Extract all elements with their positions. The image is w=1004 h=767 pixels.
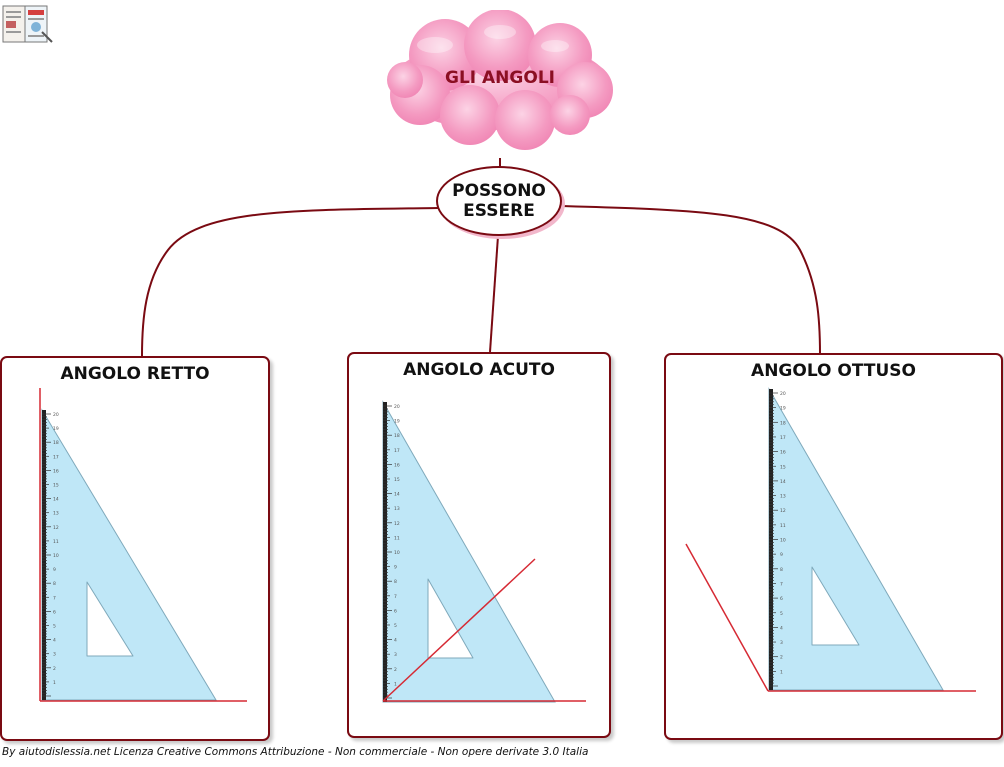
ruler-number: 3 (394, 652, 397, 658)
ruler-number: 20 (53, 412, 59, 418)
ruler-number: 10 (53, 553, 59, 559)
ruler-number: 16 (780, 450, 786, 456)
ruler-number: 13 (53, 511, 59, 517)
ruler-number: 2 (780, 655, 783, 661)
ruler-number: 16 (394, 462, 400, 468)
ruler-number: 13 (394, 506, 400, 512)
ruler-number: 18 (780, 420, 786, 426)
ruler-number: 17 (394, 448, 400, 454)
ruler-number: 9 (780, 552, 783, 558)
set-square-hole-acuto (427, 578, 474, 659)
ruler-number: 11 (394, 535, 400, 541)
ruler-number: 11 (780, 523, 786, 529)
book-logo-icon (2, 5, 53, 43)
root-title: GLI ANGOLI (445, 68, 555, 88)
ruler-number: 14 (780, 479, 786, 485)
set-square-hole-ottuso (811, 566, 860, 646)
card-title-retto: ANGOLO RETTO (60, 364, 210, 384)
ruler-number: 16 (53, 468, 59, 474)
card-title-ottuso: ANGOLO OTTUSO (751, 361, 916, 381)
connector-label-oval: POSSONO ESSERE (436, 166, 562, 236)
ruler-number: 1 (394, 681, 397, 687)
ruler-number: 12 (53, 525, 59, 531)
ruler-number: 19 (780, 406, 786, 412)
ruler-number: 20 (780, 391, 786, 397)
ruler-number: 10 (780, 538, 786, 544)
ray-slanted-ottuso (685, 543, 769, 692)
card-title-acuto: ANGOLO ACUTO (403, 360, 555, 380)
ruler-number: 5 (53, 624, 56, 630)
ruler-number: 11 (53, 539, 59, 545)
ruler-number: 18 (53, 440, 59, 446)
ruler-number: 3 (53, 652, 56, 658)
ruler-number: 4 (780, 625, 783, 631)
link-to-retto (141, 207, 439, 357)
ruler-number: 1 (53, 680, 56, 686)
ruler-number: 6 (53, 609, 56, 615)
ruler-number: 8 (780, 567, 783, 573)
link-to-acuto (489, 235, 499, 353)
ruler-number: 8 (53, 581, 56, 587)
set-square-hole-retto (86, 581, 134, 657)
ruler-number: 2 (53, 666, 56, 672)
ruler-number: 15 (394, 477, 400, 483)
link-to-ottuso (561, 205, 821, 355)
ruler-number: 4 (53, 638, 56, 644)
ruler-number: 7 (780, 581, 783, 587)
ruler-number: 19 (394, 419, 400, 425)
ruler-number: 17 (780, 435, 786, 441)
ruler-number: 12 (780, 508, 786, 514)
ruler-number: 5 (394, 623, 397, 629)
ruler-number: 13 (780, 494, 786, 500)
ruler-number: 9 (53, 567, 56, 573)
ray-diagonal-acuto (382, 558, 536, 702)
ruler-number: 15 (53, 483, 59, 489)
ruler-number: 19 (53, 426, 59, 432)
ruler-number: 5 (780, 611, 783, 617)
ruler-number: 3 (780, 640, 783, 646)
ruler-number: 14 (53, 497, 59, 503)
ruler-number: 6 (780, 596, 783, 602)
ruler-number: 18 (394, 433, 400, 439)
ruler-number: 8 (394, 579, 397, 585)
ruler-number: 15 (780, 464, 786, 470)
ruler-number: 10 (394, 550, 400, 556)
ruler-number: 4 (394, 638, 397, 644)
ruler-number: 14 (394, 492, 400, 498)
ruler-number: 6 (394, 608, 397, 614)
license-footer: By aiutodislessia.net Licenza Creative C… (2, 746, 589, 758)
cloud-shape (387, 10, 613, 150)
ruler-number: 7 (53, 595, 56, 601)
ruler-number: 2 (394, 667, 397, 673)
ruler-number: 9 (394, 565, 397, 571)
ruler-number: 17 (53, 454, 59, 460)
ruler-number: 20 (394, 404, 400, 410)
ruler-number: 1 (780, 669, 783, 675)
ruler-number: 12 (394, 521, 400, 527)
ruler-number: 7 (394, 594, 397, 600)
connector-label: POSSONO ESSERE (452, 181, 546, 221)
